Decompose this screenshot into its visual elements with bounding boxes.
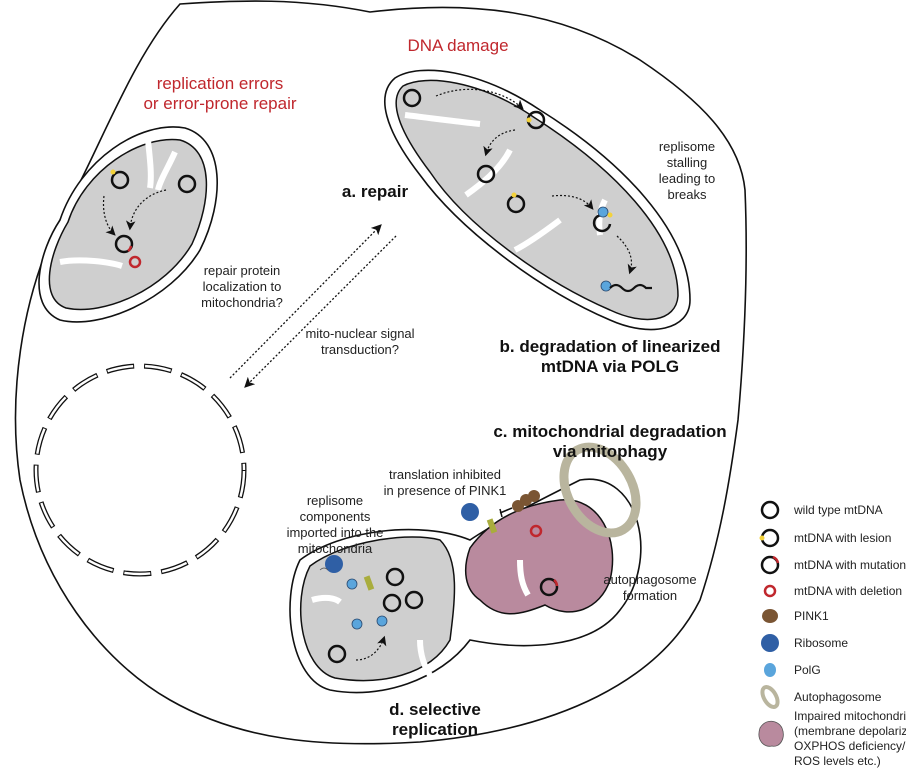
text-line: breaks	[667, 187, 707, 202]
text-line: stalling	[666, 155, 708, 170]
legend-wild-type: wild type mtDNA	[794, 503, 883, 517]
text-line: leading to	[658, 171, 716, 186]
text-line: autophagosome	[603, 572, 697, 587]
text-line: (membrane depolarization/	[794, 724, 906, 738]
mtdna-mutation	[114, 234, 134, 254]
legend-mutation: mtDNA with mutation	[794, 558, 906, 572]
ribosome-inhibited	[461, 503, 479, 521]
text-line: transduction?	[320, 342, 400, 357]
text-line: localization to	[202, 279, 282, 294]
mechanism-d-selective-replication: d. selective replication	[360, 700, 510, 740]
annotation-replisome-import: replisome components imported into the m…	[280, 493, 390, 557]
cell-membrane	[14, 0, 747, 745]
annotation-signal: mito-nuclear signal transduction?	[300, 326, 420, 358]
lesion-star	[110, 169, 116, 175]
cause-replication-errors: replication errors or error-prone repair	[140, 74, 300, 114]
linearized-mtdna	[609, 283, 652, 293]
text-line: c. mitochondrial degradation	[493, 422, 727, 441]
legend-autophagosome: Autophagosome	[794, 690, 882, 704]
legend-deletion: mtDNA with deletion	[794, 584, 903, 598]
text-line: ROS levels etc.)	[794, 754, 881, 768]
mitochondrion-dna-damage	[384, 69, 691, 331]
mtdna-deletion	[128, 255, 142, 269]
legend-ribosome: Ribosome	[794, 636, 849, 650]
text-line: via mitophagy	[552, 442, 668, 461]
text-line: repair protein	[203, 263, 281, 278]
annotation-autophagosome-formation: autophagosome formation	[600, 572, 700, 604]
ribosome-import	[325, 555, 343, 573]
mtdna-mutation-icon	[760, 555, 780, 575]
text-line: components	[299, 509, 371, 524]
text-line: mito-nuclear signal	[305, 326, 415, 341]
text-line: Impaired mitochondria	[794, 709, 906, 723]
impaired-mitochondria-icon	[758, 720, 784, 747]
legend-icons	[758, 500, 784, 747]
text-line: d. selective	[389, 700, 481, 719]
cause-dna-damage: DNA damage	[407, 36, 509, 55]
ribosome-icon	[761, 634, 779, 652]
mtdna-lesion	[110, 170, 130, 190]
text-line: replisome	[306, 493, 364, 508]
text-line: in presence of PINK1	[383, 483, 507, 498]
wild-type-mtdna-icon	[760, 500, 780, 520]
text-line: OXPHOS deficiency/ higher	[794, 739, 906, 753]
mtdna-wild-type	[177, 174, 197, 194]
text-line: translation inhibited	[388, 467, 502, 482]
autophagosome-icon	[760, 685, 780, 709]
mitochondrion-impaired	[461, 442, 641, 615]
repair-localization-arrow	[229, 224, 382, 379]
text-line: or error-prone repair	[143, 94, 297, 113]
text-line: formation	[622, 588, 678, 603]
annotation-translation: translation inhibited in presence of PIN…	[380, 467, 510, 499]
text-line: replication errors	[156, 74, 284, 93]
mechanism-c-mitophagy: c. mitochondrial degradation via mitopha…	[480, 422, 740, 462]
legend-pink1: PINK1	[794, 609, 829, 623]
mechanism-b-degradation: b. degradation of linearized mtDNA via P…	[480, 337, 740, 377]
legend-impaired-mitochondria: Impaired mitochondria (membrane depolari…	[794, 709, 906, 769]
text-line: b. degradation of linearized	[499, 337, 721, 356]
pink1-icon	[762, 609, 778, 623]
mtdna-deletion-icon	[763, 584, 777, 598]
autophagosome	[559, 442, 641, 538]
text-line: replication	[392, 720, 478, 739]
text-line: imported into the	[286, 525, 384, 540]
legend-lesion: mtDNA with lesion	[794, 531, 892, 545]
annotation-repair-protein: repair protein localization to mitochond…	[192, 263, 292, 311]
mitochondrion-replication-errors	[38, 126, 218, 323]
text-line: mtDNA via POLG	[540, 357, 680, 376]
text-line: mitochondria?	[201, 295, 283, 310]
legend-polg: PolG	[794, 663, 821, 677]
mito-nuclear-signal-arrow	[244, 235, 397, 388]
polg-icon	[764, 663, 776, 677]
annotation-replisome-stalling: replisome stalling leading to breaks	[652, 139, 722, 203]
text-line: replisome	[658, 139, 716, 154]
polg	[597, 206, 609, 218]
import-channel	[363, 575, 375, 591]
mechanism-a-repair: a. repair	[341, 182, 409, 201]
text-line: mitochondria	[297, 541, 373, 556]
